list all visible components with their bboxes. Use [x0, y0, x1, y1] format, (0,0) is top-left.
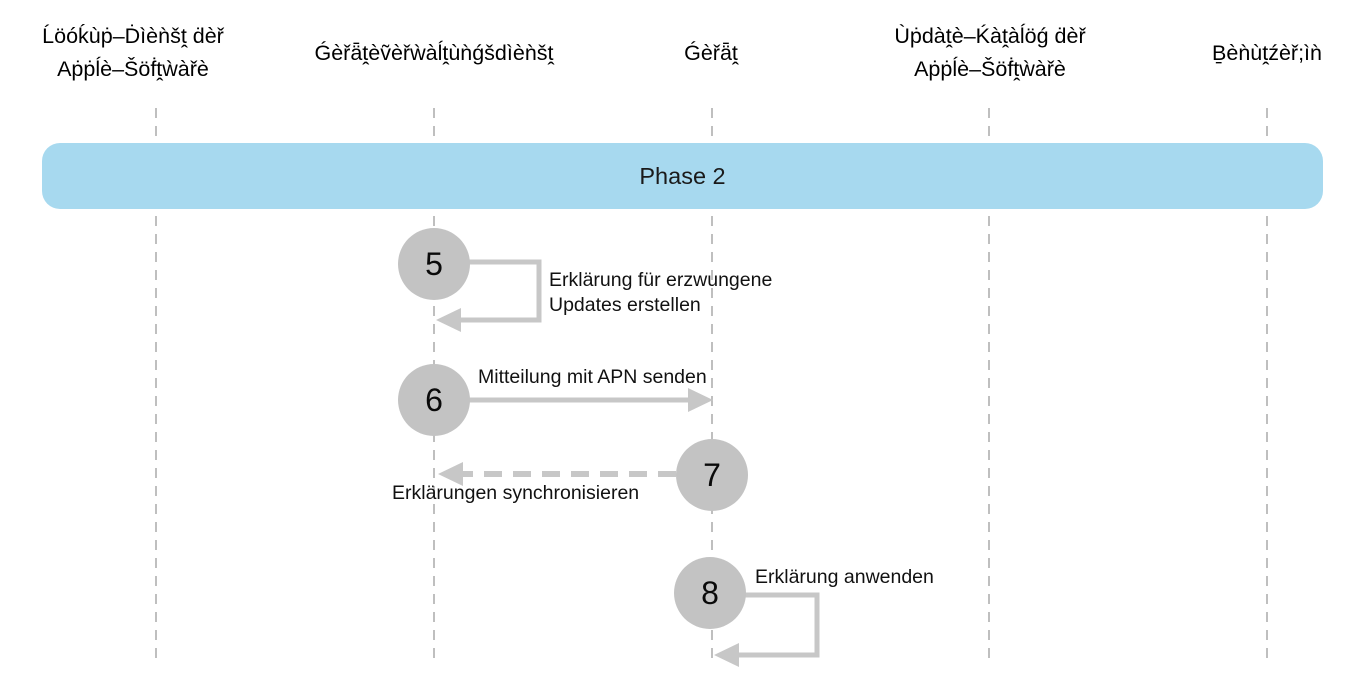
step-8-circle: 8 [674, 557, 746, 629]
phase-banner: Phase 2 [42, 143, 1323, 209]
lane-header-device-management-service: Ǵèřǟṱèṽèřẁàĺṱùǹǵšdìèǹšṱ [314, 40, 554, 65]
step-7-number: 7 [703, 456, 721, 493]
step-5-arrowhead [436, 308, 461, 332]
step-7-message-label: Erklärungen synchronisieren [392, 482, 640, 504]
step-5-self-loop-arrow [434, 259, 542, 323]
lane-header-update-catalog: Ùṗdàṱè–Ḱàṱàĺöǵ ḋèř Aṗṗĺè–Šöḟṱẁàřè [894, 24, 1086, 81]
step-6-message-label: Mitteilung mit APN senden [478, 366, 707, 388]
step-8-number: 8 [701, 574, 719, 611]
step-6-number: 6 [425, 381, 443, 418]
lane-header-user: Ḇèǹùṱźèř;ìǹ [1212, 40, 1322, 65]
step-8-self-loop-arrow [710, 592, 820, 658]
step-5-circle: 5 [398, 228, 470, 300]
step-8-message-label: Erklärung anwenden [755, 566, 934, 588]
step-7-arrowhead [438, 462, 463, 486]
lane-header-device: Ǵèřǟṱ [684, 40, 738, 65]
step-5-number: 5 [425, 245, 443, 282]
lane-header-lookup-service: Ĺöóḱùṗ–Ḋìèǹšṱ ḋèř Aṗṗĺè–Šöḟṱẁàřè [42, 24, 224, 81]
phase-banner-label: Phase 2 [639, 162, 726, 189]
step-7-circle: 7 [676, 439, 748, 511]
step-8-arrowhead [714, 643, 739, 667]
step-6-circle: 6 [398, 364, 470, 436]
step-6-arrowhead [688, 388, 713, 412]
step-5-message-label: Erklärung für erzwungene Updates erstell… [549, 269, 773, 316]
